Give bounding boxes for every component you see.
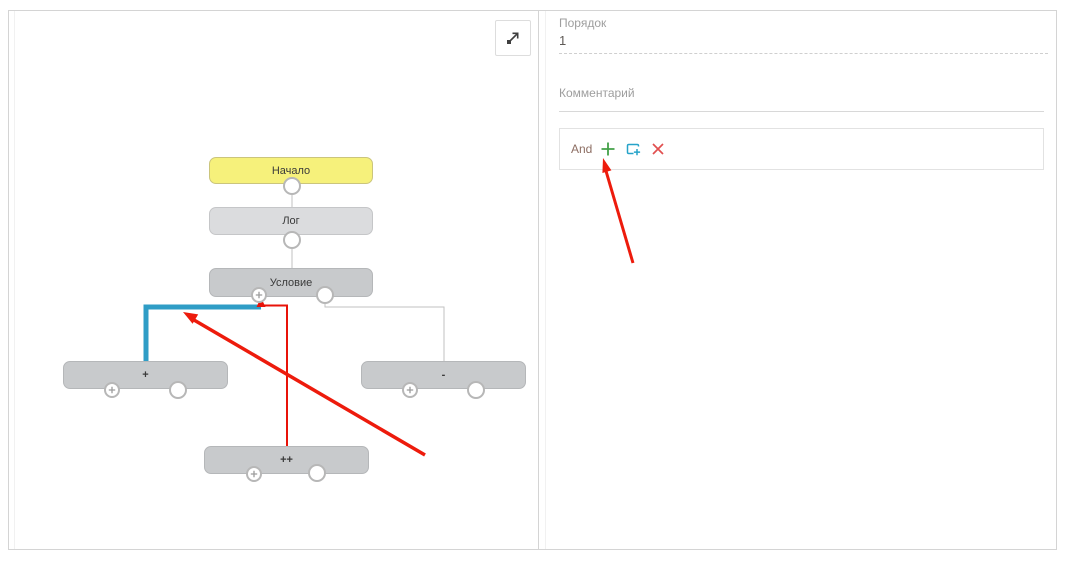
delete-icon — [652, 143, 664, 155]
port-circle[interactable] — [308, 464, 326, 482]
port-circle[interactable] — [169, 381, 187, 399]
panel-inner-edge — [545, 11, 546, 549]
port-circle[interactable] — [467, 381, 485, 399]
add-port-button[interactable] — [251, 287, 267, 303]
port-circle[interactable] — [283, 231, 301, 249]
add-condition-button[interactable] — [599, 140, 617, 158]
node-minus[interactable]: - — [361, 361, 526, 389]
node-plus[interactable]: + — [63, 361, 228, 389]
node-condition[interactable]: Условие — [209, 268, 373, 297]
add-group-icon — [627, 143, 641, 156]
canvas-inner-edge — [14, 11, 15, 549]
node-label: - — [441, 369, 446, 381]
expand-icon — [507, 32, 519, 44]
add-port-button[interactable] — [246, 466, 262, 482]
connector-condition-plusplus-red — [261, 304, 288, 446]
editor-card: Начало Лог Условие + - ++ — [8, 10, 1057, 550]
add-port-button[interactable] — [104, 382, 120, 398]
order-value: 1 — [559, 33, 567, 48]
node-label: Условие — [269, 276, 313, 289]
connector-condition-plus-blue — [143, 304, 261, 361]
diagram-canvas[interactable]: Начало Лог Условие + - ++ — [9, 11, 539, 549]
add-group-button[interactable] — [624, 140, 642, 158]
node-label: + — [142, 369, 149, 381]
plus-icon — [406, 386, 414, 394]
plus-icon — [108, 386, 116, 394]
comment-input[interactable] — [559, 111, 1044, 112]
plus-icon — [250, 470, 258, 478]
operator-row: And — [559, 128, 1044, 170]
node-label: ++ — [280, 454, 293, 466]
inspector-panel: Порядок 1 Комментарий And — [540, 11, 1056, 549]
comment-field-label: Комментарий — [559, 86, 635, 100]
add-port-button[interactable] — [402, 382, 418, 398]
port-circle[interactable] — [283, 177, 301, 195]
node-label: Начало — [271, 164, 311, 177]
add-icon — [601, 142, 615, 156]
operator-label[interactable]: And — [571, 142, 593, 156]
plus-icon — [255, 291, 263, 299]
expand-diagram-button[interactable] — [495, 20, 531, 56]
delete-condition-button[interactable] — [649, 140, 667, 158]
connector-condition-minus — [324, 294, 445, 361]
port-circle[interactable] — [316, 286, 334, 304]
node-plusplus[interactable]: ++ — [204, 446, 369, 474]
order-field-underline — [559, 53, 1048, 54]
order-field-label: Порядок — [559, 16, 607, 30]
node-label: Лог — [282, 215, 300, 227]
